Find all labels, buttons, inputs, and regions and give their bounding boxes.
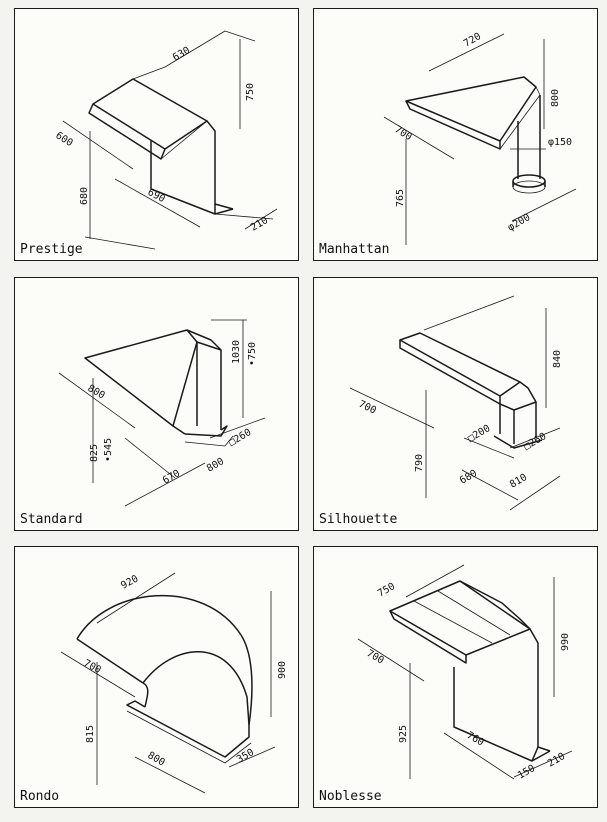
label-noblesse: Noblesse <box>319 789 382 804</box>
label-silhouette: Silhouette <box>319 512 398 527</box>
dim-noblesse-990: 990 <box>560 633 571 651</box>
manhattan-drawing: 720 800 700 φ150 765 φ200 <box>383 31 577 245</box>
standard-drawing: 1030 •750 800 825 •545 670 800 □260 <box>58 319 266 507</box>
panel-noblesse: 750 990 700 925 760 150 210 Noblesse <box>313 546 598 808</box>
prestige-drawing: 630 750 600 680 690 210 <box>53 30 278 250</box>
noblesse-drawing: 750 990 700 925 760 150 210 <box>357 564 573 782</box>
label-standard: Standard <box>20 512 83 527</box>
dim-standard-1030: 1030 <box>231 340 242 364</box>
dim-noblesse-210: 210 <box>546 751 567 770</box>
dim-prestige-600: 600 <box>53 130 74 149</box>
dim-manhattan-765: 765 <box>395 189 406 207</box>
dim-manhattan-800: 800 <box>550 89 561 107</box>
label-manhattan: Manhattan <box>319 242 390 257</box>
dim-silhouette-700: 700 <box>357 399 378 417</box>
dim-manhattan-150: φ150 <box>548 137 572 148</box>
panel-manhattan: 720 800 700 φ150 765 φ200 Manhattan <box>313 8 598 261</box>
dim-manhattan-720: 720 <box>462 31 483 50</box>
dim-standard-800-top: 800 <box>86 383 107 402</box>
panel-prestige: 630 750 600 680 690 210 Prestige <box>14 8 299 261</box>
dim-rondo-900: 900 <box>277 661 288 679</box>
rondo-drawing: 920 700 900 815 800 350 <box>60 572 288 794</box>
dim-silhouette-810: 810 <box>508 472 529 491</box>
dim-noblesse-150: 150 <box>516 763 537 782</box>
dim-standard-545: •545 <box>103 438 114 462</box>
panel-silhouette: 840 700 □200 □260 790 680 810 Silhouette <box>313 277 598 531</box>
dim-manhattan-200: φ200 <box>506 212 532 234</box>
dim-noblesse-700: 700 <box>365 648 386 667</box>
dim-prestige-750: 750 <box>245 83 256 101</box>
dim-silhouette-790: 790 <box>414 454 425 472</box>
label-rondo: Rondo <box>20 789 60 804</box>
dim-rondo-815: 815 <box>85 725 96 743</box>
dim-rondo-920: 920 <box>119 573 140 591</box>
dim-noblesse-925: 925 <box>398 725 409 743</box>
dim-standard-670: 670 <box>161 468 182 487</box>
dim-silhouette-200: □200 <box>466 423 492 445</box>
dim-standard-825: 825 <box>89 444 100 462</box>
dim-prestige-630: 630 <box>171 45 192 64</box>
dim-rondo-350: 350 <box>235 747 256 766</box>
dim-standard-750: •750 <box>247 342 258 366</box>
dim-noblesse-750: 750 <box>376 581 397 600</box>
panel-rondo: 920 700 900 815 800 350 Rondo <box>14 546 299 808</box>
dim-rondo-800: 800 <box>146 750 167 769</box>
silhouette-drawing: 840 700 □200 □260 790 680 810 <box>349 295 563 511</box>
dim-silhouette-680: 680 <box>458 468 479 487</box>
dim-silhouette-260: □260 <box>522 431 548 453</box>
dim-rondo-700: 700 <box>82 658 103 676</box>
dim-standard-800-bottom: 800 <box>205 456 226 475</box>
dim-prestige-210: 210 <box>249 215 270 234</box>
dim-prestige-680: 680 <box>79 187 90 205</box>
dim-silhouette-840: 840 <box>552 350 563 368</box>
dim-noblesse-760: 760 <box>465 730 486 749</box>
panel-standard: 1030 •750 800 825 •545 670 800 □260 Stan… <box>14 277 299 531</box>
label-prestige: Prestige <box>20 242 83 257</box>
dim-manhattan-700: 700 <box>392 124 413 143</box>
